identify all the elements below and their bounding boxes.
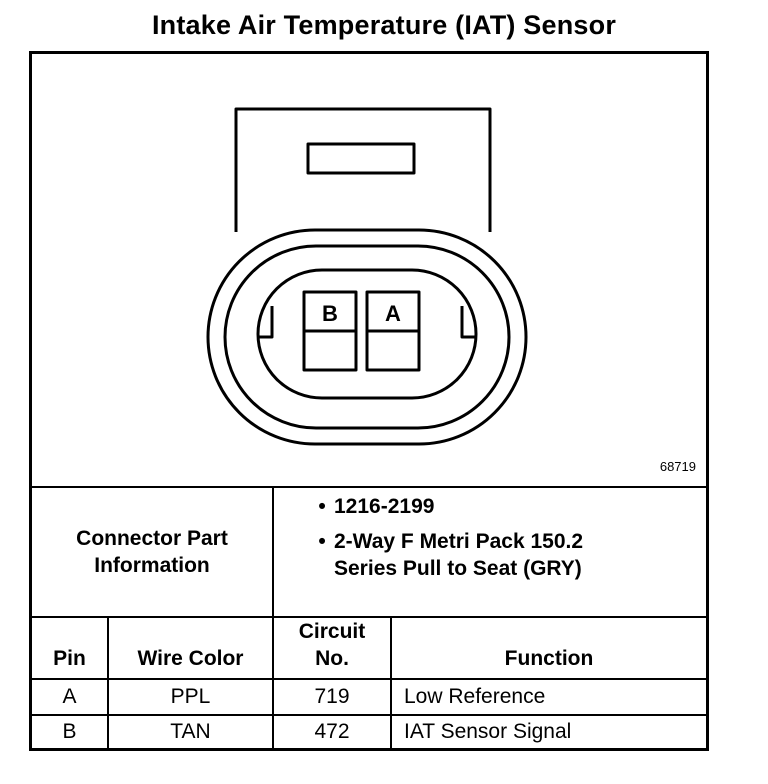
connector-drawing: B A [206, 107, 528, 446]
table-cell-pin: B [62, 720, 77, 743]
table-cell-function: Low Reference [404, 685, 546, 708]
table-cell-wire-color: PPL [170, 685, 211, 708]
divider [32, 616, 706, 618]
header-circuit-no: Circuit No. [298, 620, 366, 670]
divider [32, 678, 706, 680]
figure-frame: B A 68719 Connector Part Information • 1… [29, 51, 709, 751]
divider [32, 486, 706, 488]
table-cell-pin: A [62, 685, 77, 708]
table-cell-circuit: 719 [314, 685, 350, 708]
table-cell-circuit: 472 [314, 720, 350, 743]
pin-label-b: B [322, 301, 338, 326]
pin-label-a: A [385, 301, 401, 326]
list-item: • 2-Way F Metri Pack 150.2 Series Pull t… [318, 530, 584, 580]
header-function: Function [504, 647, 594, 670]
right-lock-tab [460, 306, 476, 339]
connector-diagram: B A 68719 [32, 54, 706, 486]
latch-slot [306, 142, 416, 175]
list-item: • 1216-2199 [318, 495, 435, 518]
page-title: Intake Air Temperature (IAT) Sensor [151, 10, 617, 40]
divider [32, 714, 706, 716]
connector-info-list: • 1216-2199 • 2-Way F Metri Pack 150.2 S… [310, 493, 690, 613]
table-cell-wire-color: TAN [170, 720, 211, 743]
left-lock-tab [258, 306, 274, 339]
header-wire-color: Wire Color [137, 647, 244, 670]
connector-outer-shell [206, 228, 528, 446]
table-cell-function: IAT Sensor Signal [404, 720, 572, 743]
divider [272, 486, 274, 748]
figure-id: 68719 [659, 459, 696, 474]
connector-housing [234, 107, 492, 232]
connector-info-label: Connector Part Information [76, 527, 228, 577]
divider [107, 616, 109, 748]
terminal-cavity [256, 268, 478, 400]
divider [390, 616, 392, 748]
connector-inner-shell [223, 244, 511, 430]
header-pin: Pin [53, 647, 86, 670]
